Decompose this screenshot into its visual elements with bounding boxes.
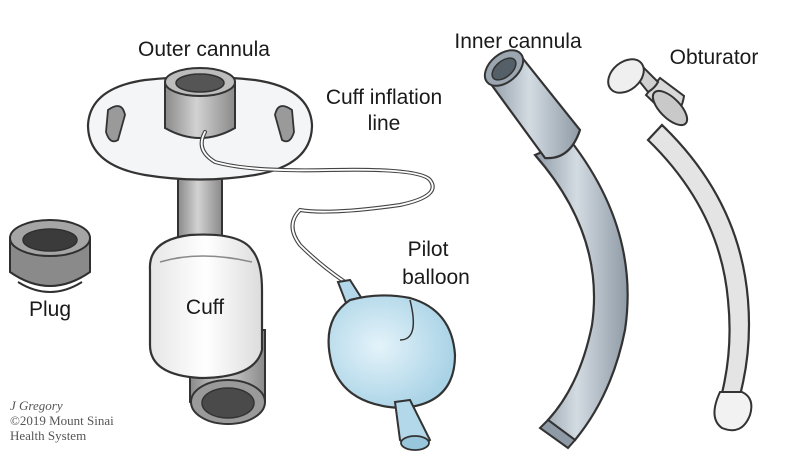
plug (9, 219, 91, 293)
obturator (607, 58, 753, 432)
credit-copyright: ©2019 Mount Sinai (10, 413, 114, 428)
pilot-balloon (327, 278, 457, 451)
label-pilot-balloon-1: Pilot (407, 238, 449, 261)
label-cuff-inflation-line-2: line (367, 112, 401, 135)
label-cuff-inflation-line-1: Cuff inflation (325, 86, 443, 109)
label-pilot-balloon-2: balloon (402, 266, 470, 289)
outer-cannula (86, 67, 314, 425)
label-inner-cannula: Inner cannula (454, 30, 582, 53)
credit-organization: Health System (10, 428, 87, 443)
inner-cannula (483, 49, 629, 450)
label-outer-cannula: Outer cannula (138, 38, 270, 61)
label-obturator: Obturator (669, 46, 759, 69)
label-cuff: Cuff (185, 296, 225, 319)
illustration-credit: J Gregory ©2019 Mount Sinai Health Syste… (10, 398, 114, 443)
label-plug: Plug (28, 298, 72, 321)
credit-author: J Gregory (10, 398, 63, 413)
